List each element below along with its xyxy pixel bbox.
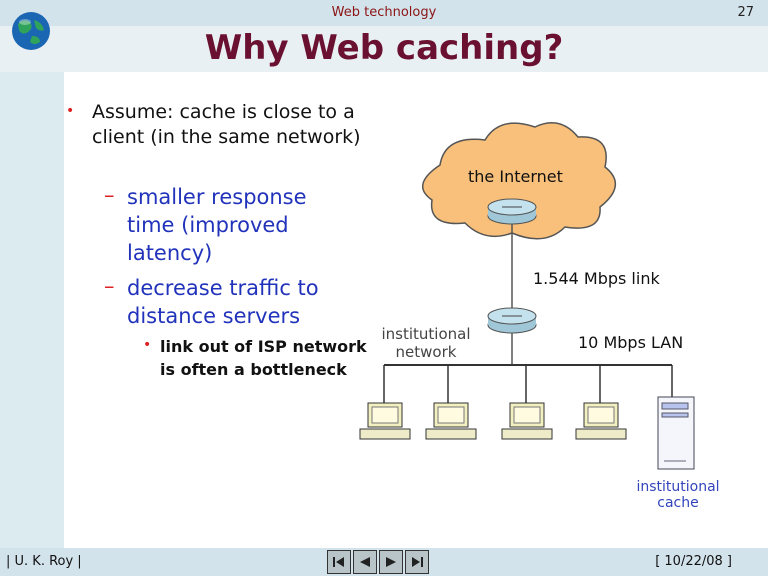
last-slide-button[interactable] — [405, 550, 429, 574]
cache-label: institutional cache — [636, 479, 720, 511]
globe-icon — [12, 12, 50, 50]
bullet-subsub: link out of ISP network is often a bottl… — [160, 337, 367, 379]
router-icon — [487, 307, 537, 334]
bullet-main: Assume: cache is close to a client (in t… — [92, 101, 361, 148]
dash-marker: – — [104, 274, 115, 298]
slide-navigation — [327, 550, 429, 574]
bullet-marker: • — [66, 103, 75, 119]
computer-icon — [501, 402, 553, 440]
first-slide-button[interactable] — [327, 550, 351, 574]
bullet-sub-2: decrease traffic to distance servers — [127, 276, 319, 328]
play-forward-icon — [386, 557, 396, 567]
left-strip — [0, 72, 64, 548]
previous-slide-button[interactable] — [353, 550, 377, 574]
play-back-icon — [360, 557, 370, 567]
bullet-marker-small: • — [143, 337, 152, 353]
page-number: 27 — [737, 5, 754, 20]
next-slide-button[interactable] — [379, 550, 403, 574]
internet-cloud — [422, 122, 616, 240]
footer-author: | U. K. Roy | — [6, 554, 82, 569]
link-label: 1.544 Mbps link — [533, 269, 660, 288]
bullet-sub-1: smaller response time (improved latency) — [127, 185, 307, 265]
header-bar — [0, 0, 768, 26]
router-icon — [487, 198, 537, 225]
computer-icon — [575, 402, 627, 440]
server-icon — [657, 396, 695, 470]
computer-icon — [359, 402, 411, 440]
footer-date: [ 10/22/08 ] — [655, 554, 732, 569]
dash-marker: – — [104, 183, 115, 207]
skip-forward-icon — [412, 557, 423, 567]
slide-title: Why Web caching? — [204, 28, 564, 68]
lan-label: 10 Mbps LAN — [578, 333, 684, 352]
title-band — [0, 26, 768, 72]
network-diagram — [359, 122, 695, 470]
skip-back-icon — [333, 557, 344, 567]
header-title: Web technology — [331, 5, 437, 20]
computer-icon — [425, 402, 477, 440]
internet-label: the Internet — [468, 167, 563, 186]
network-label: institutional network — [381, 325, 471, 361]
